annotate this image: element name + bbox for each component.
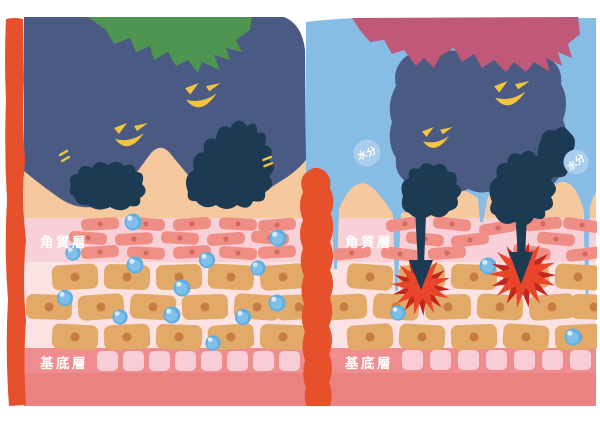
moisture-droplet-icon xyxy=(205,335,221,351)
moisture-bubble: 水分 xyxy=(353,139,381,167)
moisture-droplet-icon xyxy=(112,309,128,325)
skin-cell-group xyxy=(320,262,597,352)
skin-cell xyxy=(103,323,151,351)
basal-cell xyxy=(458,350,479,370)
dermis-band xyxy=(24,373,307,406)
skin-edge-left xyxy=(5,18,26,406)
moisture-droplet-icon xyxy=(479,257,497,275)
moisture-droplet-icon xyxy=(234,308,252,326)
moisture-droplet-icon xyxy=(126,256,144,274)
skin-cell xyxy=(181,293,229,321)
corneocyte-row-group xyxy=(68,216,297,261)
basal-cell xyxy=(227,351,248,371)
corneocyte-cell xyxy=(218,217,258,231)
skin-cell xyxy=(207,263,255,291)
basal-cell xyxy=(486,350,507,370)
skin-cell xyxy=(259,262,307,292)
moisture-droplet-icon xyxy=(124,213,142,231)
basal-cell xyxy=(149,351,170,371)
basal-cell xyxy=(253,351,274,371)
basal-cell xyxy=(201,351,222,371)
corneocyte-cell xyxy=(80,217,120,231)
irritant-blob xyxy=(489,150,556,226)
skin-cell xyxy=(51,323,99,351)
corneocyte-cell xyxy=(160,231,200,245)
corneocyte-cell xyxy=(114,232,154,246)
irritant-blob xyxy=(186,120,274,209)
skin-cell xyxy=(450,323,498,351)
basal-cell xyxy=(542,350,563,370)
skin-cell xyxy=(476,293,524,321)
skin-edge-divider xyxy=(300,167,334,406)
basal-cell xyxy=(514,350,535,370)
basal-cell xyxy=(570,350,591,370)
basal-cell xyxy=(175,351,196,371)
moisture-droplet-icon xyxy=(163,306,181,324)
skin-cell xyxy=(570,293,597,321)
basal-cell xyxy=(97,351,118,371)
skin-cell xyxy=(259,323,307,351)
green-allergen-blob xyxy=(88,17,252,73)
moisture-droplet-icon xyxy=(250,260,266,276)
basal-layer-label: 基底層 xyxy=(345,355,393,371)
basal-layer-label: 基底層 xyxy=(40,355,88,371)
moisture-droplet-icon xyxy=(198,251,216,269)
moisture-droplet-icon xyxy=(269,229,287,247)
basal-cell xyxy=(402,350,423,370)
basal-cell xyxy=(279,351,300,371)
panel-healthy-skin: 角質層 基底層 xyxy=(5,17,307,406)
skin-cell xyxy=(554,263,597,291)
skin-cell xyxy=(346,322,394,352)
basal-cell xyxy=(123,351,144,371)
skin-cell xyxy=(155,323,203,351)
basal-cell xyxy=(430,350,451,370)
panel-damaged-skin: 水分 水分 角質層 基底層 xyxy=(306,17,597,406)
skin-cell xyxy=(502,322,550,352)
irritant-blob xyxy=(69,161,146,211)
moisture-bubble: 水分 xyxy=(563,149,589,175)
stratum-corneum-label: 角質層 xyxy=(345,234,393,250)
moisture-droplet-icon xyxy=(173,279,191,297)
moisture-bubble-circle xyxy=(563,149,589,175)
corneocyte-cell xyxy=(257,245,297,259)
pink-allergen-blob xyxy=(352,17,580,72)
skin-cell xyxy=(51,263,99,291)
moisture-bubble-circle xyxy=(353,139,381,167)
skin-cell xyxy=(398,323,446,351)
irritant-blob xyxy=(401,163,462,219)
dermis-band xyxy=(328,373,596,406)
moisture-droplet-icon xyxy=(390,305,406,321)
moisture-droplet-icon xyxy=(564,328,582,346)
moisture-droplet-icon xyxy=(56,289,74,307)
skin-cell xyxy=(346,262,394,292)
moisture-droplet-icon xyxy=(268,294,286,312)
stratum-corneum-label: 角質層 xyxy=(40,234,88,250)
